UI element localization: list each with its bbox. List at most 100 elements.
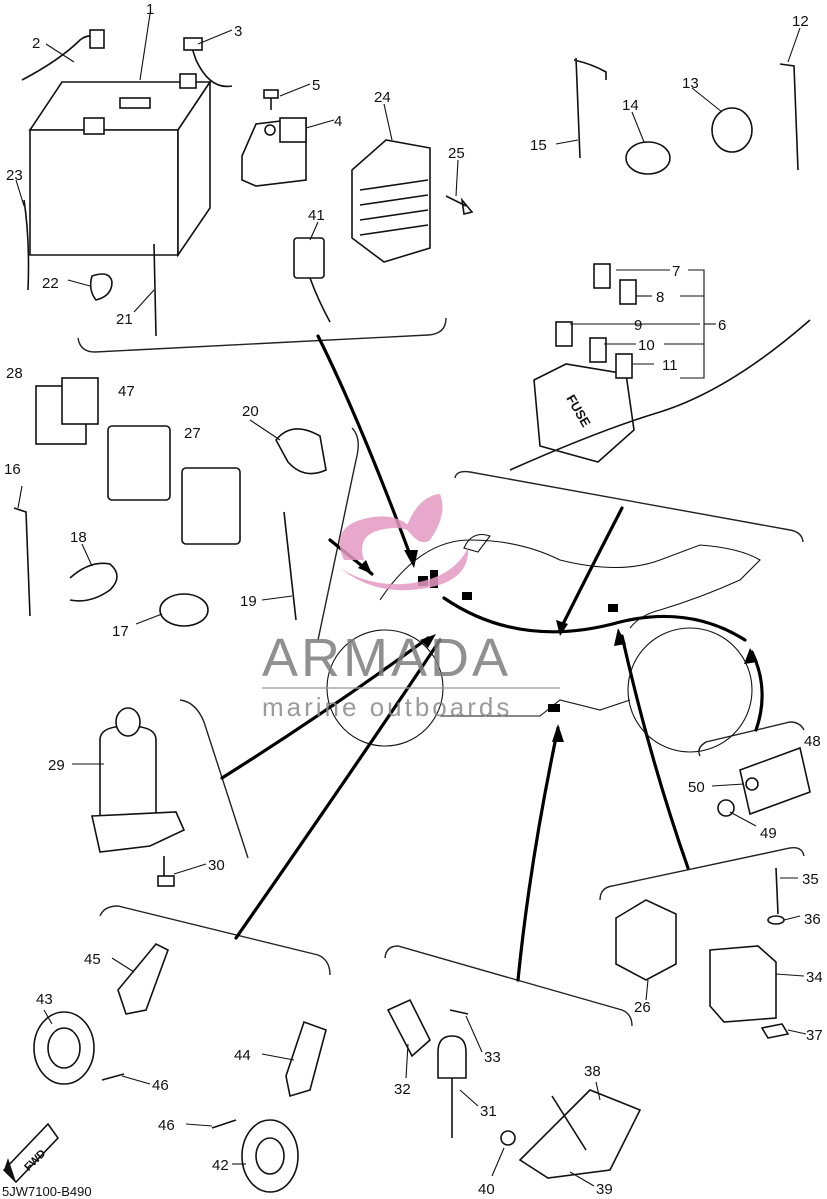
bolt-46-lower: [211, 1119, 237, 1129]
link-line-fuse: [558, 506, 624, 632]
arrow-head-relay: [358, 560, 372, 574]
link-line-switch: [220, 636, 430, 780]
battery-drawing: [28, 73, 212, 258]
arrow-head-sensor: [552, 724, 564, 742]
washer-50: [745, 777, 759, 791]
part-label-12: 12: [792, 13, 809, 30]
part-label-16: 16: [4, 461, 21, 478]
part-label-4: 4: [334, 113, 342, 130]
horn-bracket-44: [285, 1020, 327, 1098]
part-label-45: 45: [84, 951, 101, 968]
motorcycle-outline: [326, 533, 761, 753]
part-label-13: 13: [682, 75, 699, 92]
switch-38-drawing: [518, 1089, 642, 1179]
hose-clamp-14: [625, 141, 671, 175]
drawing-code: 5JW7100-B490: [2, 1184, 92, 1199]
switch-38-lead: [551, 1095, 587, 1151]
part-label-46-lower: 46: [158, 1117, 175, 1134]
horn-bracket-45: [117, 942, 169, 1015]
wire-harness-main: [442, 596, 747, 642]
part-label-35: 35: [802, 871, 819, 888]
part-label-46-upper: 46: [152, 1077, 169, 1094]
part-label-3: 3: [234, 23, 242, 40]
part-label-47: 47: [118, 383, 135, 400]
part-label-41: 41: [308, 207, 325, 224]
battery-negative-lug: [183, 37, 203, 51]
part-label-26: 26: [634, 999, 651, 1016]
part-label-11: 11: [662, 357, 678, 374]
fuse-box-drawing: FUSE: [509, 263, 811, 471]
link-line-horn: [234, 638, 442, 940]
part-label-17: 17: [112, 623, 129, 640]
frame-relay-group: [317, 427, 359, 641]
arrow-head-battery: [404, 550, 418, 568]
sensor-31-drawing: [437, 1035, 467, 1079]
part-label-25: 25: [448, 145, 465, 162]
main-switch-drawing: [91, 707, 186, 853]
link-line-taillight: [750, 650, 764, 732]
part-label-5: 5: [312, 77, 320, 94]
watermark-brand: ARMADA: [262, 628, 511, 688]
bracket-37: [760, 1023, 790, 1039]
bolt-25-drawing: [445, 195, 474, 215]
part-label-14: 14: [622, 97, 639, 114]
arrow-head-flasher: [614, 628, 626, 646]
arrow-head-switch: [420, 634, 436, 648]
part-label-39: 39: [596, 1181, 613, 1198]
relay-28-drawing: [35, 377, 99, 445]
starter-relay-drawing: [241, 117, 307, 187]
battery-negative-cable: [189, 41, 233, 88]
bracket-32-drawing: [386, 998, 431, 1058]
part-label-27: 27: [184, 425, 201, 442]
rectifier-regulator-drawing: [351, 139, 431, 263]
tail-light-48: [739, 746, 811, 816]
part-label-15: 15: [530, 137, 547, 154]
part-label-30: 30: [208, 857, 225, 874]
part-label-38: 38: [584, 1063, 601, 1080]
part-label-44: 44: [234, 1047, 251, 1064]
part-label-40: 40: [478, 1181, 495, 1198]
screw-35-drawing: [775, 867, 779, 915]
clamp-17-drawing: [159, 593, 209, 627]
arrow-head-taillight: [744, 648, 758, 664]
frame-fuse-group: [454, 470, 804, 543]
washer-36: [767, 915, 785, 925]
flasher-26-drawing: [615, 899, 677, 981]
part-label-33: 33: [484, 1049, 501, 1066]
part-label-7: 7: [672, 263, 680, 280]
nut-49: [717, 799, 735, 817]
part-label-50: 50: [688, 779, 705, 796]
part-label-23: 23: [6, 167, 23, 184]
battery-band-21: [153, 243, 157, 337]
battery-band-23: [23, 199, 30, 291]
cable-tie-12: [779, 63, 799, 171]
part-label-49: 49: [760, 825, 777, 842]
part-label-31: 31: [480, 1103, 497, 1120]
lead-wire-15: [575, 57, 581, 159]
watermark-tagline: marine outboards: [262, 692, 512, 722]
relay-27-drawing: [181, 467, 241, 545]
battery-lead-terminal: [89, 29, 105, 49]
flasher-relay-47: [107, 425, 171, 501]
part-label-8: 8: [656, 289, 664, 306]
screw-40-drawing: [500, 1130, 516, 1146]
part-label-20: 20: [242, 403, 259, 420]
part-label-1: 1: [146, 1, 154, 18]
part-label-32: 32: [394, 1081, 411, 1098]
part-label-2: 2: [32, 35, 40, 52]
link-line-flasher: [620, 634, 690, 870]
part-label-29: 29: [48, 757, 65, 774]
wire-clip-18: [69, 562, 118, 602]
rubber-holder-13: [711, 107, 753, 153]
part-label-34: 34: [806, 969, 823, 986]
part-label-37: 37: [806, 1027, 823, 1044]
frame-sensor-group: [384, 945, 633, 1027]
part-label-36: 36: [804, 911, 821, 928]
frame-battery-group: [77, 317, 447, 353]
part-label-21: 21: [116, 311, 133, 328]
frame-flasher-group: [599, 846, 805, 901]
armada-logo-icon: [339, 494, 469, 591]
connector-41-drawing: [293, 237, 331, 323]
part-label-18: 18: [70, 529, 87, 546]
